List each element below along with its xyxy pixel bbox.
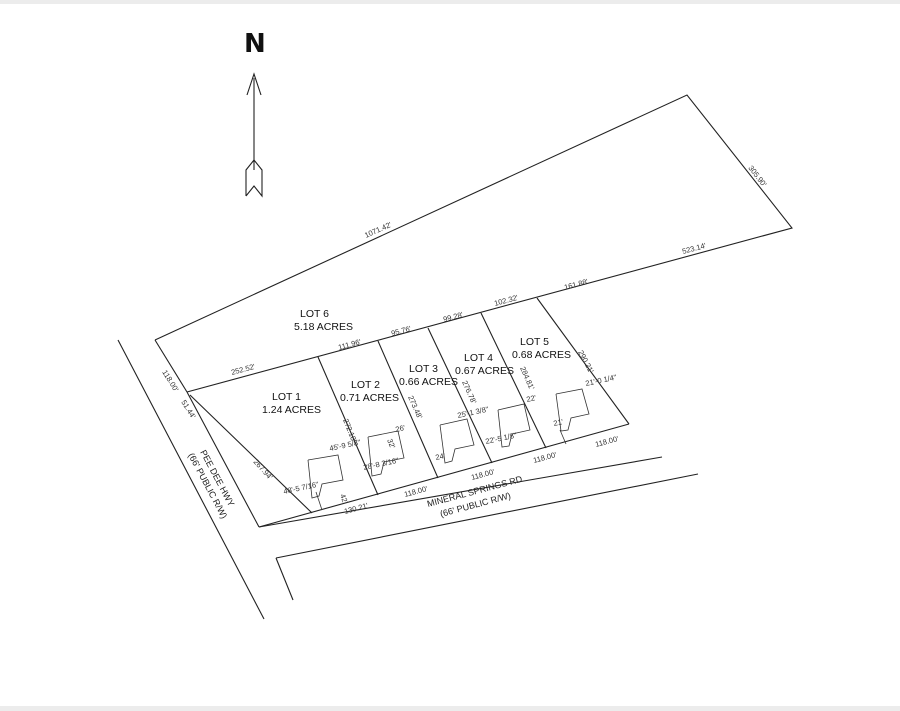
bottom-border	[0, 706, 900, 711]
svg-text:LOT 5: LOT 5	[520, 336, 549, 348]
svg-text:161.88': 161.88'	[563, 277, 589, 292]
dimension-labels: 1071.42' 305.90' 523.14' 252.52' 111.96'…	[160, 164, 769, 516]
top-border	[0, 0, 900, 4]
svg-text:0.71 ACRES: 0.71 ACRES	[340, 392, 399, 404]
house-footprints	[307, 388, 590, 511]
lot-line-1-2	[317, 356, 379, 496]
svg-text:32': 32'	[385, 437, 397, 450]
svg-text:22'-5 1/8": 22'-5 1/8"	[485, 431, 518, 446]
svg-text:25'-1 3/8": 25'-1 3/8"	[457, 405, 490, 420]
svg-text:0.67 ACRES: 0.67 ACRES	[455, 365, 514, 377]
svg-text:LOT 3: LOT 3	[409, 363, 438, 375]
svg-text:523.14': 523.14'	[681, 241, 707, 256]
lot-label-6: LOT 6 5.18 ACRES	[294, 308, 353, 333]
svg-text:267.94': 267.94'	[252, 457, 275, 482]
svg-text:26': 26'	[395, 423, 407, 434]
svg-text:LOT 1: LOT 1	[272, 391, 301, 403]
north-arrow-icon: N	[244, 29, 266, 198]
svg-text:21': 21'	[553, 417, 565, 428]
svg-text:130.21': 130.21'	[343, 501, 369, 516]
roads	[117, 339, 699, 620]
north-label: N	[244, 29, 266, 59]
svg-text:118.00': 118.00'	[594, 434, 620, 449]
lot-label-2: LOT 2 0.71 ACRES	[340, 379, 399, 404]
lot-label-1: LOT 1 1.24 ACRES	[262, 391, 321, 416]
svg-text:42': 42'	[338, 493, 350, 506]
svg-text:284.81': 284.81'	[518, 365, 536, 391]
svg-text:0.66 ACRES: 0.66 ACRES	[399, 376, 458, 388]
lot-line-4-5	[480, 312, 547, 449]
svg-text:118.00': 118.00'	[532, 450, 558, 465]
svg-text:45'-9 5/8": 45'-9 5/8"	[329, 438, 362, 453]
lot-line-3-4	[427, 327, 493, 464]
lot-label-3: LOT 3 0.66 ACRES	[399, 363, 458, 388]
svg-text:95.76': 95.76'	[390, 324, 412, 338]
lot-label-4: LOT 4 0.67 ACRES	[455, 352, 514, 377]
svg-text:51.44': 51.44'	[179, 398, 198, 420]
svg-text:LOT 4: LOT 4	[464, 352, 493, 364]
svg-text:118.00': 118.00'	[160, 368, 181, 393]
lot-line-2-3	[377, 340, 439, 479]
svg-text:1.24 ACRES: 1.24 ACRES	[262, 404, 321, 416]
svg-text:99.28': 99.28'	[442, 310, 464, 324]
svg-text:LOT 6: LOT 6	[300, 308, 329, 320]
svg-text:22': 22'	[526, 393, 538, 404]
svg-text:48'-5 7/16": 48'-5 7/16"	[283, 480, 320, 496]
svg-text:118.00': 118.00'	[470, 467, 496, 482]
pee-dee-hwy-edge	[117, 339, 265, 620]
svg-text:111.96': 111.96'	[337, 337, 362, 352]
lots-boundary	[186, 297, 630, 528]
svg-text:5.18 ACRES: 5.18 ACRES	[294, 321, 353, 333]
tract-boundary	[154, 94, 793, 393]
svg-text:0.68 ACRES: 0.68 ACRES	[512, 349, 571, 361]
svg-text:290.21': 290.21'	[576, 349, 596, 375]
svg-text:28'-8 3/16": 28'-8 3/16"	[363, 456, 400, 472]
svg-text:24': 24'	[435, 451, 447, 462]
mineral-springs-edge-north	[258, 456, 663, 528]
mineral-springs-edge-south	[275, 473, 699, 559]
svg-text:LOT 2: LOT 2	[351, 379, 380, 391]
svg-text:273.48': 273.48'	[406, 394, 424, 420]
lot-label-5: LOT 5 0.68 ACRES	[512, 336, 571, 361]
